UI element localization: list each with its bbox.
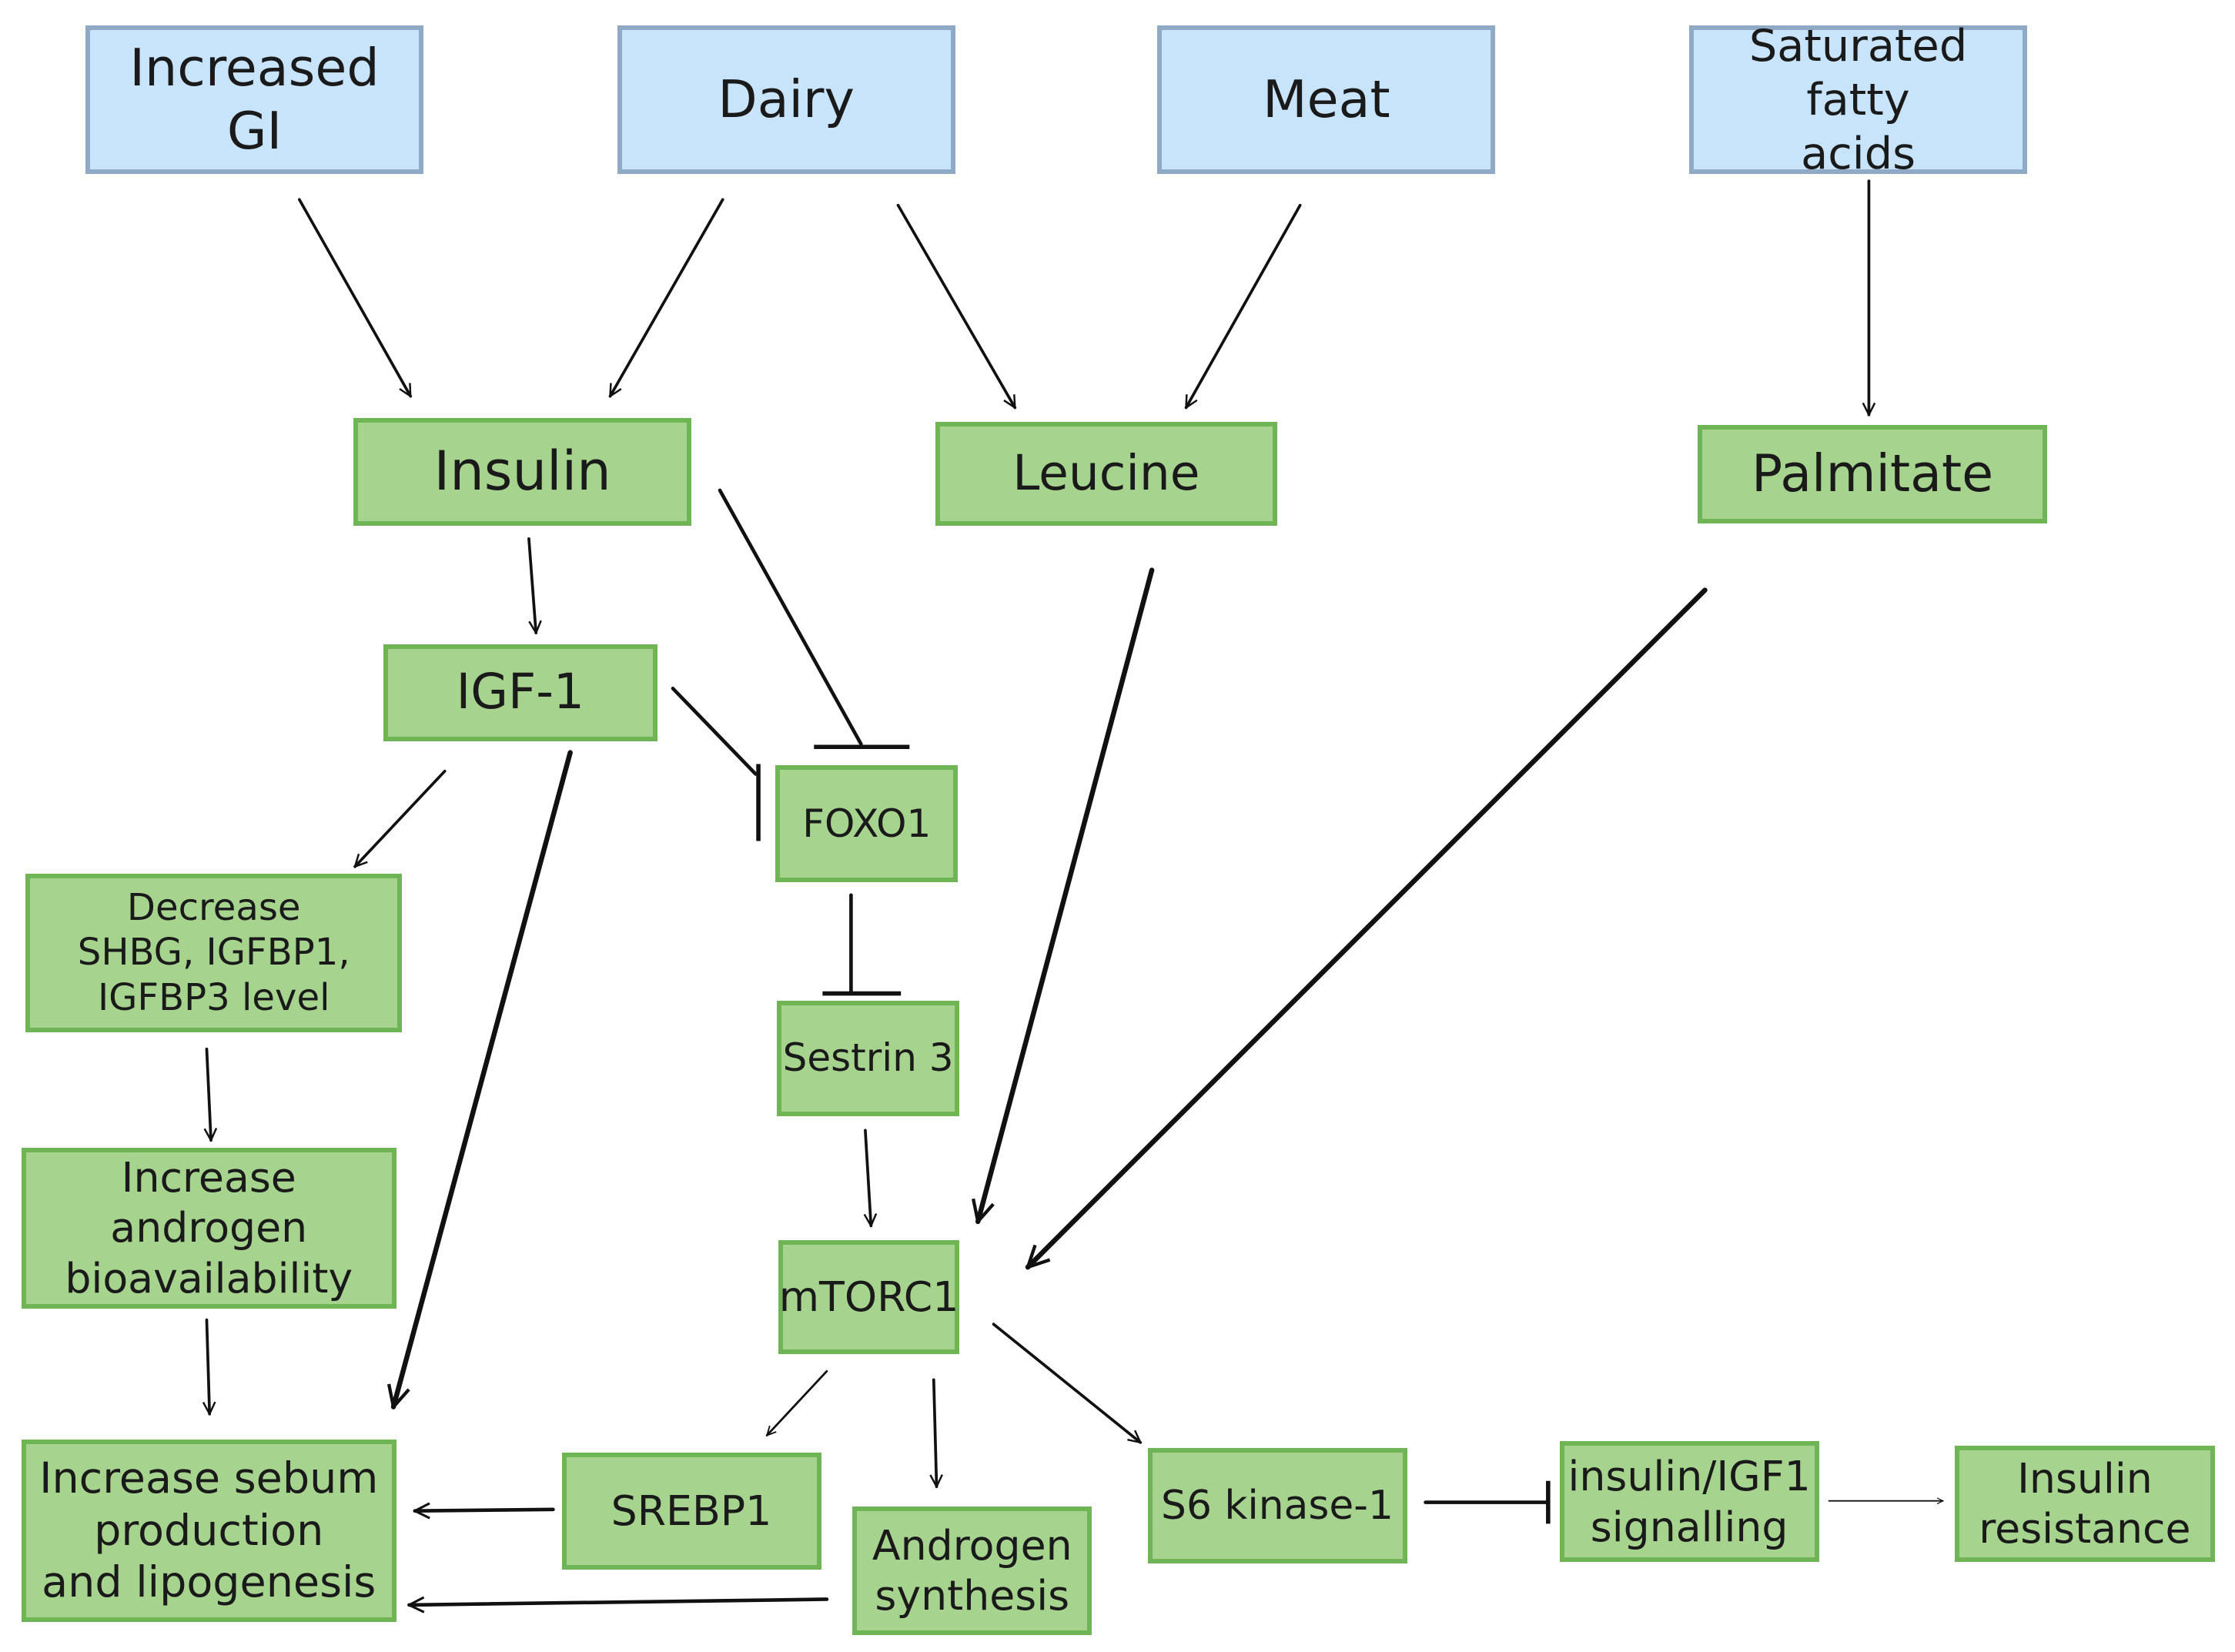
edge-mtorc1-to-androgen_syn-activate xyxy=(934,1378,937,1489)
node-insulin-igf1-signalling: insulin/IGF1 signalling xyxy=(1559,1440,1819,1563)
edge-sestrin-to-mtorc1-activate xyxy=(865,1129,871,1226)
node-insulin: Insulin xyxy=(353,417,692,527)
edge-srebp1-to-sebum-activate xyxy=(413,1510,555,1511)
edge-insulin-to-foxo1-inhibit xyxy=(718,488,863,746)
node-foxo1: FOXO1 xyxy=(775,765,959,883)
node-insulin-resistance: Insulin resistance xyxy=(1954,1445,2216,1563)
edge-dairy-to-leucine-activate xyxy=(896,203,1017,408)
edge-igf1-to-sebum-activate xyxy=(393,750,573,1407)
node-decrease-shbg-igfbp: Decrease SHBG, IGFBP1, IGFBP3 level xyxy=(25,874,403,1032)
edge-meat-to-leucine-activate xyxy=(1184,203,1302,408)
edge-insulin-to-igf1-activate xyxy=(527,537,536,633)
edge-mtorc1-to-s6k-activate xyxy=(992,1323,1141,1444)
node-palmitate: Palmitate xyxy=(1698,424,2047,523)
node-mtorc1: mTORC1 xyxy=(778,1239,960,1355)
edge-decrease-to-androgen_bio-activate xyxy=(206,1047,211,1141)
edge-dairy-to-insulin-activate xyxy=(608,198,724,396)
edge-igf1-to-foxo1-inhibit xyxy=(671,687,758,776)
node-sestrin-3: Sestrin 3 xyxy=(777,1000,960,1116)
edge-gi-to-insulin-activate xyxy=(297,198,413,396)
node-androgen-synthesis: Androgen synthesis xyxy=(852,1507,1092,1635)
node-meat: Meat xyxy=(1157,25,1496,174)
node-dairy: Dairy xyxy=(617,25,955,174)
edge-palmitate-to-mtorc1-activate xyxy=(1028,587,1708,1268)
edge-leucine-to-mtorc1-activate xyxy=(978,567,1155,1222)
edge-mtorc1-to-srebp1-activate xyxy=(767,1369,828,1435)
node-saturated-fatty-acids: Saturated fatty acids xyxy=(1689,20,2027,179)
node-igf-1: IGF-1 xyxy=(383,644,657,741)
node-s6-kinase-1: S6 kinase-1 xyxy=(1147,1448,1407,1564)
node-sebum-production: Increase sebum production and lipogenesi… xyxy=(21,1440,396,1623)
node-androgen-bioavailability: Increase androgen bioavailability xyxy=(21,1147,396,1309)
node-srebp1: SREBP1 xyxy=(561,1452,821,1570)
edge-androgen_bio-to-sebum-activate xyxy=(206,1318,209,1416)
edge-igf1-to-decrease-activate xyxy=(355,769,447,867)
node-increased-gi: Increased GI xyxy=(85,25,423,174)
node-leucine: Leucine xyxy=(935,422,1278,527)
edge-androgen_syn-to-sebum-activate xyxy=(407,1599,829,1604)
